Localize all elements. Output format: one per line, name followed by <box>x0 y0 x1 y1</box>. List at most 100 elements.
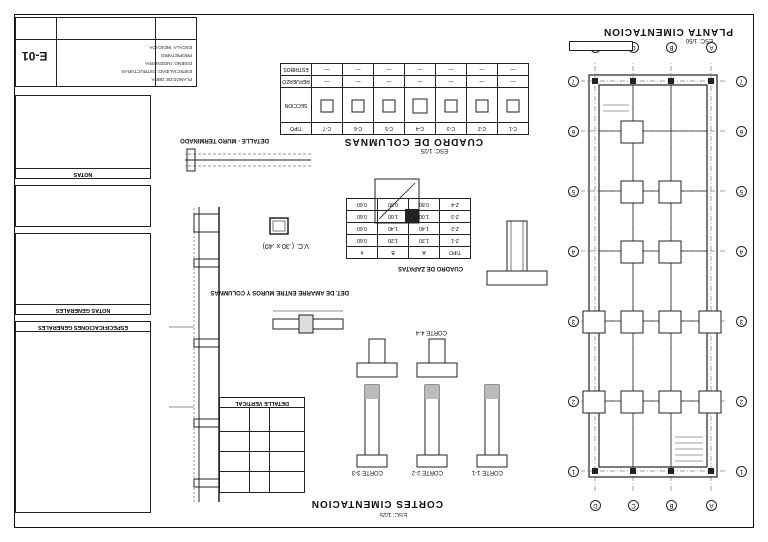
title-line: DISEÑO: INGENIERIA <box>145 61 192 66</box>
footing-cell: Z-3 <box>439 210 471 223</box>
cell: — <box>466 75 498 88</box>
grid-bubble: 5 <box>736 186 747 197</box>
grid-bubble: A <box>706 500 717 511</box>
grid-bubble: A <box>706 42 717 53</box>
column-header: C-4 <box>404 122 436 135</box>
specs-panel: ESPECIFICACIONES GENERALES <box>15 321 151 513</box>
grid-bubble: 7 <box>568 76 579 87</box>
grid-bubble: 4 <box>736 246 747 257</box>
beam-section <box>269 217 289 235</box>
footing-header: A <box>408 246 440 259</box>
grid-bubble: 2 <box>568 396 579 407</box>
column-header: C-3 <box>435 122 467 135</box>
foundation-sections-scale: ESC: 1/25 <box>379 511 407 517</box>
notes-panel-3: NOTAS GENERALES <box>15 233 151 315</box>
title-line: ESCALA: INDICADA <box>149 45 192 50</box>
notes-heading: NOTAS GENERALES <box>16 304 150 314</box>
column-section-cell <box>342 87 374 123</box>
title-block: E-01 PLANOS DE OBRA ESPECIALIDAD: ESTRUC… <box>15 17 197 87</box>
column-section-cell <box>497 87 529 123</box>
section-label: CORTE 4-4 <box>415 329 447 335</box>
cell: — <box>373 63 405 76</box>
grid-bubble: B <box>666 42 677 53</box>
specs-heading: ESPECIFICACIONES GENERALES <box>16 322 150 332</box>
notes-panel-1: NOTAS <box>15 95 151 179</box>
footing-cell: 1.20 <box>408 234 440 247</box>
vertical-detail-heading: DETALLE VERTICAL <box>220 398 304 408</box>
foundation-sections <box>356 338 508 468</box>
grid-bubble: 5 <box>568 186 579 197</box>
foundation-plan-title: PLANTA CIMENTACION <box>602 26 733 37</box>
column-header: C-2 <box>466 122 498 135</box>
footing-header: h <box>346 246 378 259</box>
footing-header: B <box>377 246 409 259</box>
panel-heading: NOTAS <box>16 168 150 178</box>
cell: — <box>373 75 405 88</box>
wall-detail <box>185 148 311 172</box>
title-line: ESPECIALIDAD: ESTRUCTURAS <box>121 69 192 74</box>
column-section-cell <box>404 87 436 123</box>
column-section-cell <box>373 87 405 123</box>
row-header: SECCION <box>280 87 312 123</box>
cell: — <box>311 63 343 76</box>
column-section-cell <box>466 87 498 123</box>
footing-cell: Z-4 <box>439 198 471 211</box>
wall-column-title: DET. DE AMARRE ENTRE MUROS Y COLUMNAS <box>210 289 349 295</box>
column-header: C-7 <box>311 122 343 135</box>
column-section-cell <box>435 87 467 123</box>
column-schedule-title: CUADRO DE COLUMNAS <box>343 136 483 147</box>
cell: — <box>435 75 467 88</box>
foundation-plan <box>581 61 725 491</box>
title-line: PROPIETARIO <box>160 53 192 58</box>
grid-bubble: 3 <box>736 316 747 327</box>
footing-table-title: CUADRO DE ZAPATAS <box>398 265 463 271</box>
cell: — <box>342 63 374 76</box>
grid-bubble: 6 <box>736 126 747 137</box>
grid-bubble: 3 <box>568 316 579 327</box>
notes-panel-2 <box>15 185 151 227</box>
rotated-drawing: E-01 PLANOS DE OBRA ESPECIALIDAD: ESTRUC… <box>15 15 753 527</box>
grid-bubble: D <box>590 500 601 511</box>
row-header: ESTRIBOS <box>280 63 312 76</box>
wall-column-detail <box>272 310 344 334</box>
footing-cell: 0.60 <box>346 234 378 247</box>
grid-bubble: 1 <box>568 466 579 477</box>
cell: — <box>404 75 436 88</box>
grid-bubble: 4 <box>568 246 579 257</box>
column-header: C-1 <box>497 122 529 135</box>
cell: — <box>404 63 436 76</box>
cell: — <box>497 75 529 88</box>
cell: — <box>466 63 498 76</box>
title-line: PLANOS DE OBRA <box>151 77 192 82</box>
grid-bubble: B <box>666 500 677 511</box>
footing-detail <box>486 220 548 286</box>
cell: — <box>311 75 343 88</box>
footing-cell: Z-1 <box>439 234 471 247</box>
plan-note-box <box>569 41 633 51</box>
column-header: C-6 <box>342 122 374 135</box>
section-label: CORTE 1-1 <box>471 469 503 475</box>
footing-cell: 1.20 <box>377 234 409 247</box>
footing-header: TIPO <box>439 246 471 259</box>
cell: — <box>342 75 374 88</box>
beam-label: V.C. (.30 x .40) <box>262 242 309 249</box>
foundation-sections-title: CORTES CIMENTACION <box>310 498 443 509</box>
cell: — <box>435 63 467 76</box>
row-header: TIPO <box>280 122 312 135</box>
vertical-detail-table: DETALLE VERTICAL <box>219 397 305 493</box>
drawing-frame: E-01 PLANOS DE OBRA ESPECIALIDAD: ESTRUC… <box>14 14 754 528</box>
section-label: CORTE 3-3 <box>351 469 383 475</box>
corner-detail <box>374 178 420 224</box>
column-schedule: C-1 C-2 C-3 C-4 C-5 C-6 C-7 TIPO SECCION… <box>280 63 529 135</box>
grid-bubble: 7 <box>736 76 747 87</box>
column-section-cell <box>311 87 343 123</box>
grid-bubble: 1 <box>736 466 747 477</box>
grid-bubble: 6 <box>568 126 579 137</box>
row-header: REFUERZO <box>280 75 312 88</box>
column-header: C-5 <box>373 122 405 135</box>
grid-bubble: 2 <box>736 396 747 407</box>
column-schedule-scale: ESC: 1/25 <box>420 147 448 153</box>
section-label: CORTE 2-2 <box>411 469 443 475</box>
grid-bubble: C <box>628 500 639 511</box>
